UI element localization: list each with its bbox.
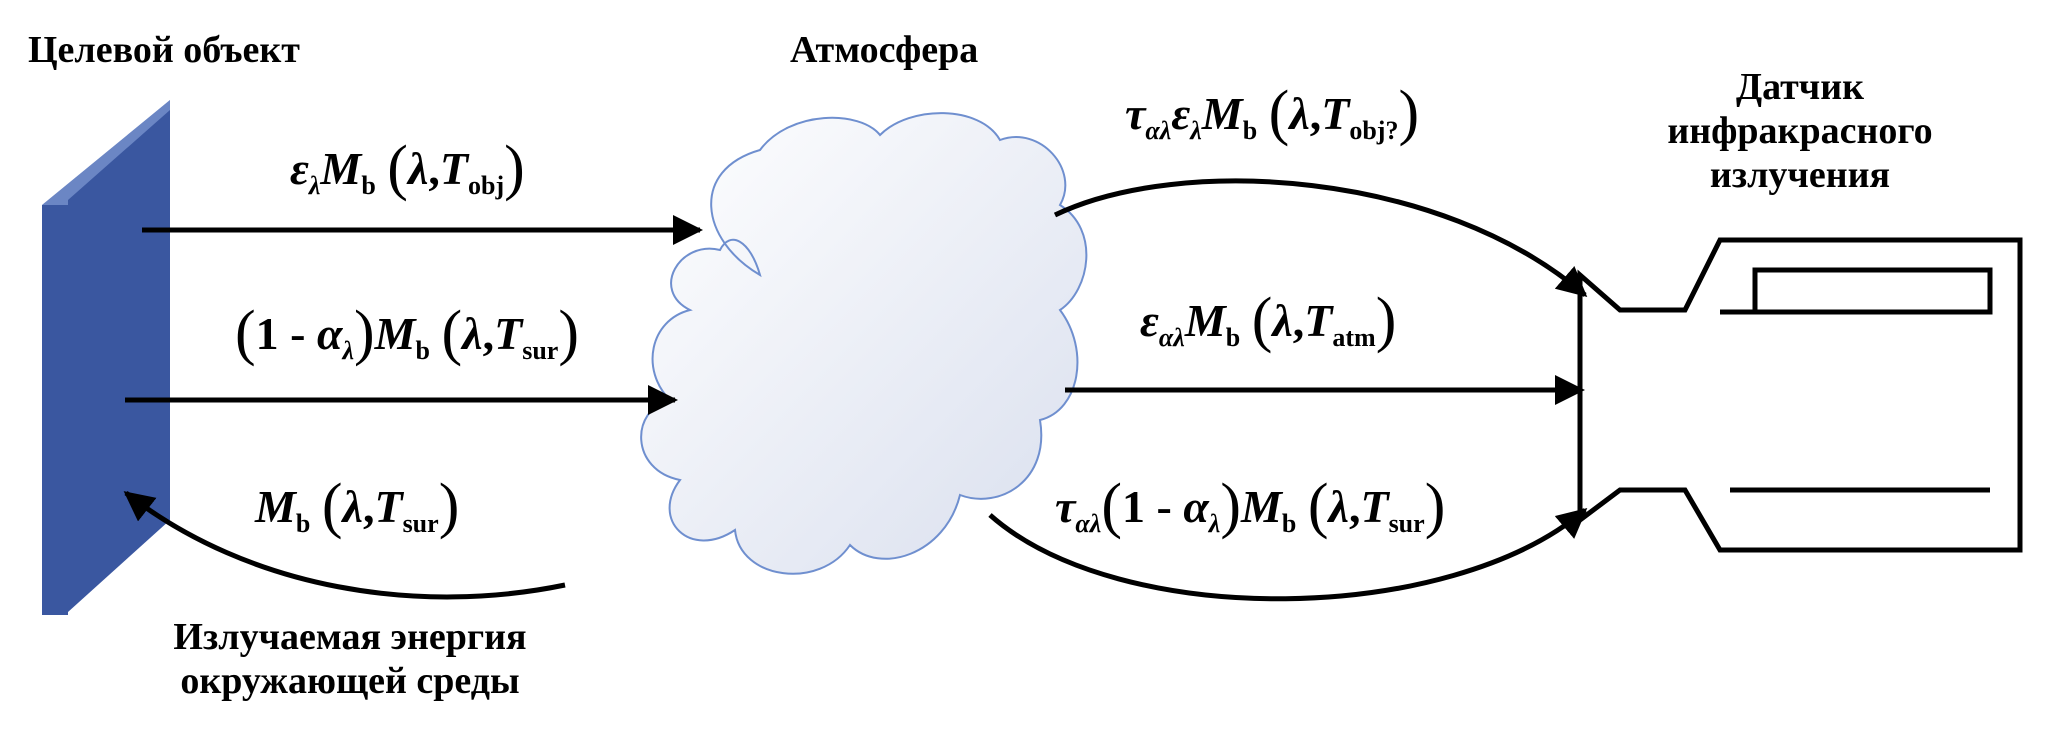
formula-symbol: λ [1272, 295, 1293, 346]
formula-symbol: λ [1328, 481, 1349, 532]
formula-symbol: T [494, 308, 523, 359]
reflected-formula: (1 - αλ)Mb (λ,Tsur) [235, 299, 579, 367]
formula-subscript: sur [402, 509, 439, 538]
ambient-formula: Mb (λ,Tsur) [255, 472, 460, 540]
formula-subscript: atm [1332, 323, 1376, 352]
transmitted-reflected-arrow [988, 508, 1588, 602]
sensor-label-line3: излучения [1709, 154, 1891, 196]
formula-subscript: αλ [1145, 116, 1172, 145]
formula-symbol: τ [1125, 88, 1146, 139]
formula-subscript: αλ [1158, 323, 1185, 352]
formula-text: 1 - [1122, 481, 1184, 532]
formula-symbol: T [1304, 295, 1333, 346]
formula-symbol: M [1184, 295, 1226, 346]
sensor-label-line2: инфракрасного [1667, 110, 1933, 152]
formula-symbol: λ [462, 308, 483, 359]
sensor-label: Датчик инфракрасного излучения [1590, 65, 2010, 197]
sensor-body [1577, 237, 2023, 553]
target-label: Целевой объект [28, 29, 300, 71]
sensor-window [1752, 267, 1993, 315]
formula-symbol: ε [290, 143, 309, 194]
formula-subscript: αλ [1075, 509, 1102, 538]
formula-subscript: λ [308, 171, 321, 200]
transmitted-reflected-formula: ταλ(1 - αλ)Mb (λ,Tsur) [1055, 472, 1446, 540]
atm-emission-formula: εαλMb (λ,Tatm) [1140, 286, 1397, 354]
sensor-label-line1: Датчик [1735, 66, 1865, 108]
formula-subscript: λ [1190, 116, 1202, 145]
formula-symbol: α [1183, 481, 1209, 532]
formula-symbol: λ [407, 143, 429, 194]
formula-subscript: b [1225, 323, 1241, 352]
ambient-arrow [123, 491, 566, 600]
formula-symbol: λ [1289, 88, 1310, 139]
formula-symbol: ε [1140, 295, 1159, 346]
formula-subscript: λ [1208, 509, 1221, 538]
formula-symbol: M [1241, 481, 1282, 532]
formula-subscript: sur [1388, 509, 1425, 538]
formula-subscript: obj? [1349, 116, 1399, 145]
plate-main-face [68, 110, 170, 612]
formula-subscript: b [415, 336, 431, 365]
formula-subscript: λ [342, 336, 354, 365]
formula-symbol: α [316, 308, 343, 359]
formula-symbol: M [255, 481, 296, 532]
formula-subscript: obj [467, 171, 505, 200]
formula-symbol: λ [342, 481, 363, 532]
plate-front-face [42, 205, 68, 615]
formula-symbol: T [439, 143, 468, 194]
infrared-sensor [1577, 237, 2023, 553]
transmitted-obj-formula: ταλελMb (λ,Tobj?) [1125, 79, 1420, 147]
formula-subscript: b [1242, 116, 1258, 145]
ambient-label-line1: Излучаемая энергия [173, 616, 527, 658]
formula-subscript: b [1281, 509, 1297, 538]
target-plate [42, 100, 170, 615]
formula-symbol: T [1321, 88, 1350, 139]
ambient-energy-label: Излучаемая энергия окружающей среды [90, 615, 610, 703]
atmosphere-label: Атмосфера [790, 29, 979, 71]
formula-subscript: b [295, 509, 311, 538]
formula-subscript: sur [522, 336, 559, 365]
formula-text: 1 - [255, 308, 317, 359]
formula-subscript: b [361, 171, 376, 200]
formula-symbol: T [374, 481, 403, 532]
ambient-label-line2: окружающей среды [180, 660, 520, 702]
formula-symbol: τ [1055, 481, 1076, 532]
formula-symbol: ε [1171, 88, 1191, 139]
formula-symbol: M [374, 308, 416, 359]
obj-emission-formula: ελMb (λ,Tobj) [290, 134, 525, 202]
formula-symbol: M [320, 143, 362, 194]
formula-symbol: T [1360, 481, 1389, 532]
transmitted-obj-arrow [1053, 178, 1588, 297]
formula-symbol: M [1201, 88, 1243, 139]
atmosphere-cloud [640, 112, 1088, 575]
